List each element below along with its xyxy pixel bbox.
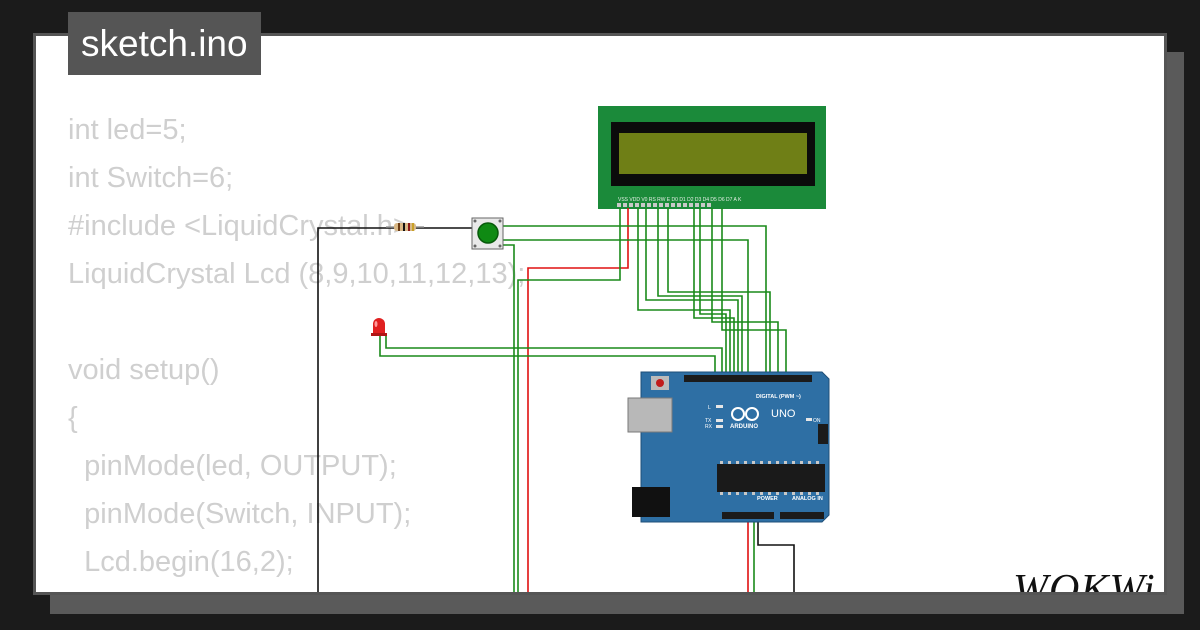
code-line: int Switch=6; [68,162,234,194]
wire-green [645,208,739,372]
file-tab[interactable]: sketch.ino [68,12,261,75]
power-header [722,512,774,519]
wire-green [503,225,767,372]
board-model: UNO [771,408,796,420]
resistor-band [398,223,400,231]
pushbutton[interactable] [471,217,504,250]
wire-green [693,208,735,372]
led-on-indicator [806,418,812,421]
circuit-diagram: VSS VDD V0 RS RW E D0 D1 D2 D3 D4 D5 D6 … [317,106,830,592]
digital-label: DIGITAL (PWM ~) [756,394,801,400]
resistor[interactable] [386,223,424,231]
led-l-indicator [716,405,723,408]
power-label: POWER [757,496,778,502]
power-jack [632,487,670,517]
lcd-pin-header [617,203,711,207]
code-line: void setup() [68,354,220,386]
wokwi-logo: WOKWi [1013,567,1156,595]
wire-green [500,244,515,592]
pushbutton-cap[interactable] [477,222,499,244]
board-brand: ARDUINO [730,424,758,430]
code-line: Lcd.begin(16,2); [68,546,294,578]
wire-green [637,208,731,372]
wire-black [757,520,795,592]
atmega-chip [717,464,825,492]
led-l-label: L [708,405,711,411]
led-rx-label: RX [705,424,713,430]
code-line: #include <LiquidCrystal.h> [68,210,410,242]
wires [317,208,795,592]
lcd-screen [619,133,807,174]
reset-button-cap[interactable] [656,379,664,387]
wokwi-logo-text: WOKWi [1013,567,1156,595]
chip-pins [720,461,819,495]
led-rim [371,333,387,336]
wire-black [317,227,472,592]
wire-green [667,208,771,372]
on-label: ON [813,418,821,424]
wire-green [385,336,723,372]
resistor-band [412,223,414,231]
lcd-pin-labels: VSS VDD V0 RS RW E D0 D1 D2 D3 D4 D5 D6 … [618,197,742,203]
code-line: int led=5; [68,114,187,146]
wire-green [503,239,749,372]
led-dome [373,318,385,334]
led-highlight [374,321,378,327]
wire-green [699,208,727,372]
icsp-header [818,424,828,444]
digital-header [684,375,812,382]
resistor-band [408,223,410,231]
usb-port [627,397,673,433]
resistor-band [403,223,405,231]
lcd-display[interactable]: VSS VDD V0 RS RW E D0 D1 D2 D3 D4 D5 D6 … [598,106,826,209]
code-line: pinMode(Switch, INPUT); [68,498,412,530]
code-line: { [68,402,78,434]
wire-red [527,208,629,592]
led-tx-label: TX [705,418,712,424]
led-rx-indicator [716,425,723,428]
wire-green [517,208,621,592]
led-tx-indicator [716,419,723,422]
analog-label: ANALOG IN [792,496,823,502]
code-preview: int led=5; int Switch=6; #include <LiquidC… [68,106,525,586]
arduino-logo-icon [731,407,759,421]
wire-green [721,208,787,372]
code-line: LiquidCrystal Lcd (8,9,10,11,12,13); [68,258,526,290]
wire-green [711,208,779,372]
led[interactable] [371,318,387,336]
preview-frame: int led=5; int Switch=6; #include <LiquidC… [33,33,1167,595]
analog-header [780,512,824,519]
arduino-uno-board[interactable]: DIGITAL (PWM ~) L TX RX ARDUINO UNO ON [627,371,830,523]
code-line: pinMode(led, OUTPUT); [68,450,397,482]
wire-green [379,336,716,372]
